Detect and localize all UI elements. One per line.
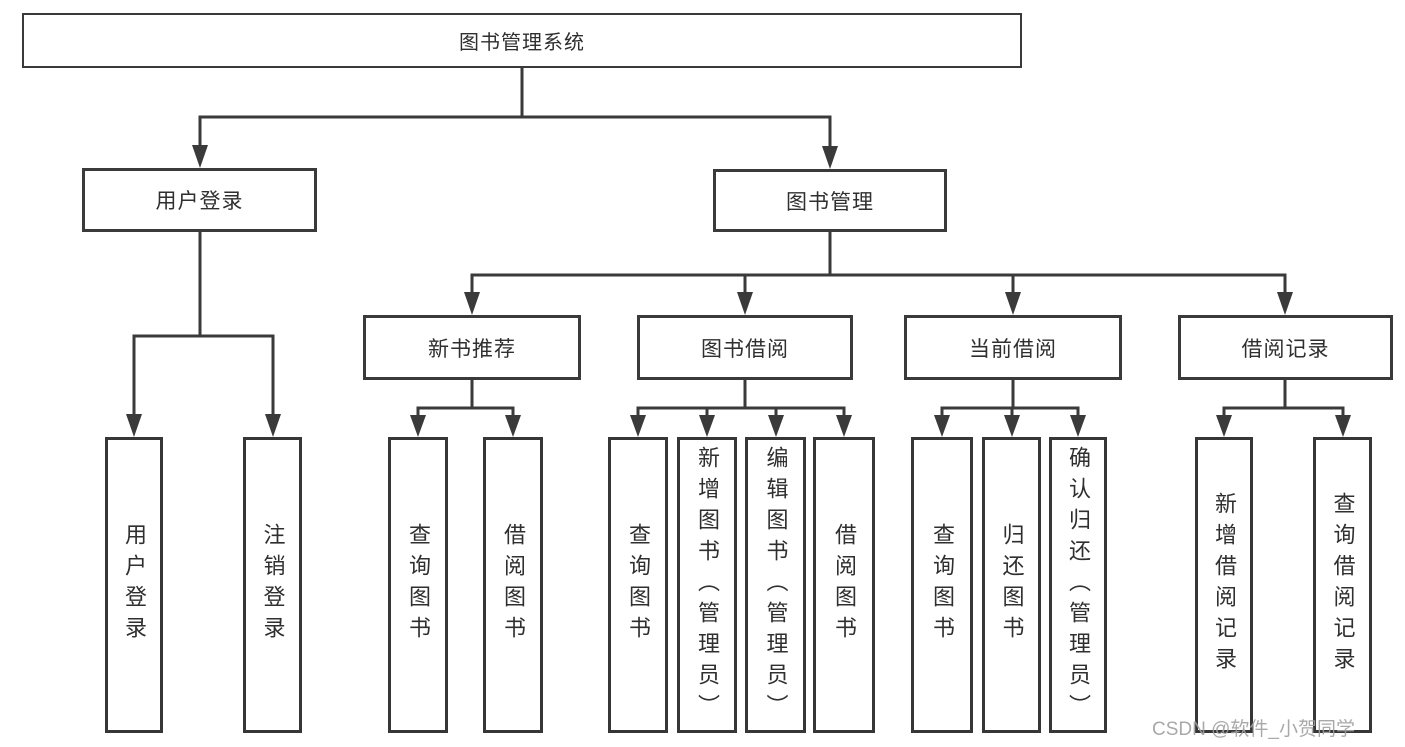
arrowhead (1216, 415, 1232, 437)
node-label: 用户登录 (122, 523, 147, 647)
node-label: 新增借阅记录 (1212, 492, 1237, 678)
connector-book-mgmt-children (470, 230, 1287, 296)
arrowhead (1335, 415, 1351, 437)
arrowhead (934, 415, 950, 437)
node-label: 当前借阅 (969, 337, 1057, 361)
node-leaf-edit-book-admin: 编辑图书（管理员） (745, 437, 806, 733)
node-leaf-borrow-books-2: 借阅图书 (813, 437, 875, 733)
node-leaf-add-borrow-record: 新增借阅记录 (1195, 437, 1253, 733)
node-leaf-borrow-books-1: 借阅图书 (483, 437, 543, 733)
node-label: 注销登录 (260, 523, 286, 647)
node-label: 编辑图书（管理员） (763, 445, 789, 725)
arrowhead (699, 415, 715, 437)
node-leaf-query-books-3: 查询图书 (911, 437, 973, 733)
node-leaf-query-books-2: 查询图书 (608, 437, 668, 733)
connector-borrow-records-children (1222, 378, 1345, 420)
arrowhead (836, 415, 852, 437)
node-leaf-logout: 注销登录 (243, 437, 302, 733)
arrowhead (1004, 415, 1020, 437)
connector-book-borrow-children (636, 378, 846, 420)
node-leaf-add-book-admin: 新增图书（管理员） (677, 437, 737, 733)
node-label: 新书推荐 (428, 337, 516, 361)
node-leaf-query-borrow-record: 查询借阅记录 (1313, 437, 1372, 733)
arrowhead (1070, 415, 1086, 437)
node-label: 查询图书 (406, 523, 431, 647)
node-leaf-confirm-return-admin: 确认归还（管理员） (1049, 437, 1107, 733)
node-user-login: 用户登录 (82, 168, 317, 232)
node-label: 新增图书（管理员） (695, 445, 720, 725)
node-label: 图书管理系统 (459, 32, 585, 54)
arrowhead (410, 415, 426, 437)
node-leaf-query-books-1: 查询图书 (388, 437, 448, 733)
node-label: 确认归还（管理员） (1066, 445, 1091, 725)
node-label: 查询借阅记录 (1330, 492, 1356, 678)
node-label: 归还图书 (999, 523, 1025, 647)
node-root: 图书管理系统 (22, 13, 1022, 68)
arrowhead (192, 145, 208, 168)
arrowhead (1277, 292, 1293, 315)
connector-current-borrow-children (940, 378, 1080, 420)
connector-root-to-level2 (198, 66, 832, 149)
node-label: 借阅图书 (501, 523, 526, 647)
node-leaf-return-book: 归还图书 (982, 437, 1041, 733)
connector-new-books-children (416, 378, 515, 420)
node-label: 图书管理 (786, 190, 874, 214)
arrowhead (737, 292, 753, 315)
node-leaf-user-login: 用户登录 (105, 437, 163, 733)
node-current-borrow: 当前借阅 (904, 315, 1122, 380)
arrowhead (1005, 292, 1021, 315)
node-label: 借阅记录 (1241, 337, 1330, 361)
node-label: 图书借阅 (701, 337, 789, 361)
arrowhead (768, 415, 784, 437)
node-book-borrow: 图书借阅 (637, 315, 853, 380)
node-book-management: 图书管理 (713, 169, 947, 232)
arrowhead (265, 414, 281, 437)
arrowhead (505, 415, 521, 437)
node-label: 查询图书 (626, 523, 651, 647)
arrowhead (126, 414, 142, 437)
watermark-text: CSDN @软件_小贺同学 (1152, 719, 1355, 740)
arrowhead (630, 415, 646, 437)
connector-user-login-children (132, 230, 275, 418)
arrowhead (464, 292, 480, 315)
node-borrow-records: 借阅记录 (1178, 315, 1393, 380)
node-label: 用户登录 (155, 190, 244, 213)
node-label: 查询图书 (930, 523, 955, 647)
node-label: 借阅图书 (832, 523, 857, 647)
node-new-book-recommend: 新书推荐 (363, 315, 581, 380)
arrowhead (822, 146, 838, 169)
